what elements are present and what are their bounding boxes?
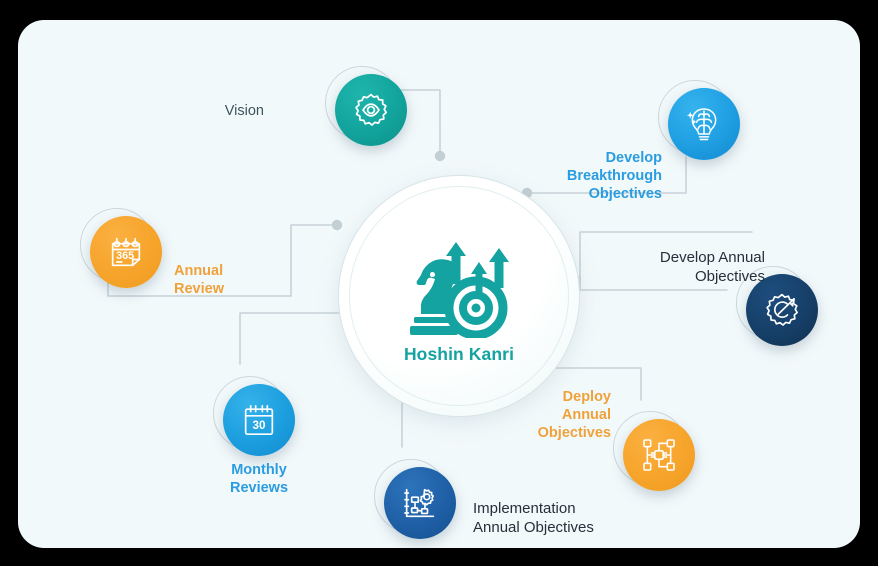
calendar-30-icon: 30 — [244, 405, 274, 435]
calendar-365-icon: 365 — [111, 237, 141, 267]
node-develop-annual-objectives[interactable] — [736, 266, 818, 346]
node-disc-annual-review[interactable]: 365 — [90, 216, 162, 288]
blueprint-gear-icon — [404, 488, 435, 518]
node-annual-review[interactable]: 365 — [80, 208, 162, 288]
label-annual-review: Annual Review — [174, 263, 224, 297]
label-develop-annual-objectives: Develop Annual Objectives — [659, 249, 765, 285]
node-disc-vision[interactable] — [335, 74, 407, 146]
gear-eye-icon — [355, 93, 388, 126]
label-monthly-reviews: Monthly Reviews — [229, 462, 289, 496]
node-disc-implementation[interactable] — [384, 467, 456, 539]
brain-lightbulb-icon — [686, 108, 717, 141]
label-develop-breakthrough-objectives: Develop Breakthrough Objectives — [566, 150, 662, 202]
label-implementation-annual-objectives: Implementation Annual Objectives — [473, 500, 594, 536]
hub-title: Hoshin Kanri — [403, 343, 515, 364]
svg-text:365: 365 — [116, 250, 134, 262]
hub-dot-top — [434, 150, 446, 162]
hub-dot-left — [331, 219, 343, 231]
node-vision[interactable] — [325, 66, 407, 146]
node-monthly-reviews[interactable]: 30 — [213, 376, 295, 456]
chess-knight-target-arrows-icon — [410, 241, 509, 338]
hub-node[interactable]: Hoshin Kanri — [338, 175, 580, 417]
connector-monthly-reviews — [239, 312, 354, 365]
diagram-card: Hoshin Kanri Vision — [18, 20, 860, 548]
network-nodes-icon — [643, 439, 675, 471]
node-disc-develop-annual[interactable] — [746, 274, 818, 346]
node-disc-develop-breakthrough[interactable] — [668, 88, 740, 160]
label-deploy-annual-objectives: Deploy Annual Objectives — [537, 389, 611, 441]
svg-text:30: 30 — [253, 419, 266, 432]
label-vision: Vision — [224, 103, 264, 119]
node-develop-breakthrough-objectives[interactable] — [658, 80, 740, 160]
node-deploy-annual-objectives[interactable] — [613, 411, 695, 491]
node-implementation-annual-objectives[interactable] — [374, 459, 456, 539]
gear-rocket-icon — [766, 293, 798, 326]
node-disc-deploy-annual[interactable] — [623, 419, 695, 491]
node-disc-monthly-reviews[interactable]: 30 — [223, 384, 295, 456]
